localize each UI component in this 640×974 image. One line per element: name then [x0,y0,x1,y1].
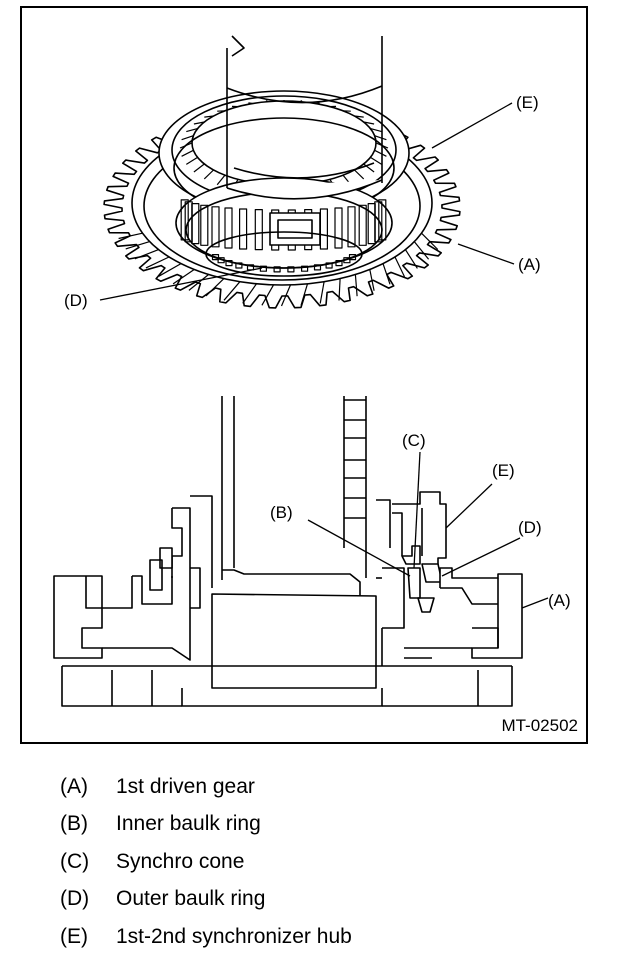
spline-tooth [315,102,320,105]
ring-lug [325,262,333,269]
legend-item-b: (B) Inner baulk ring [60,806,600,844]
helix-line [300,283,309,306]
ring-block [211,206,220,248]
legend-key: (C) [60,849,90,873]
ring-block [347,206,356,248]
spline-tooth [374,149,387,157]
helix-line [261,284,275,306]
ring-block [358,204,367,246]
spline-tooth [265,100,269,103]
callout-d-bottom: (D) [518,518,542,537]
helix-line [280,284,292,307]
ring-lug [273,266,281,273]
ring-lug [301,265,309,272]
spline-tooth [354,169,365,180]
spline-tooth [248,102,253,105]
spline-tooth [363,121,375,125]
ring-lug [287,266,295,273]
top-leader-lines [99,102,515,301]
callout-b-bottom: (B) [270,503,293,522]
diagram-frame: (E) (A) (D) (C) (E) (B) (D) (A) MT-02502 [20,6,588,744]
legend-key: (B) [60,812,88,836]
spline-tooth [181,135,194,141]
helix-line [319,281,325,304]
helix-line [134,249,159,260]
callout-e-top: (E) [516,93,539,112]
helix-line [172,269,195,285]
legend-text: Outer baulk ring [116,887,266,911]
helix-line [145,256,170,269]
ring-lug [313,264,322,271]
legend-key: (D) [60,887,90,911]
spline-tooth [216,174,226,186]
callout-c-bottom: (C) [402,431,426,450]
ring-lug [235,262,243,269]
helix-line [158,263,182,277]
helix-line [413,241,430,260]
helix-line [188,274,209,291]
helix-line [205,278,225,297]
helix-line [354,274,358,297]
spline-tooth [186,128,198,133]
spline-tooth [374,135,387,141]
legend-item-e: (E) 1st-2nd synchronizer hub [60,918,600,956]
ring-lug [343,257,351,264]
ring-block [334,207,343,249]
callout-a-bottom: (A) [548,591,571,610]
spline-tooth [185,156,198,165]
spline-tooth [299,100,303,103]
helix-line [404,249,418,269]
ring-lug [225,260,233,267]
helix-line [369,269,375,291]
top-shaft [226,35,383,200]
spline-tooth [181,149,194,157]
legend-text: 1st driven gear [116,774,255,798]
legend-text: 1st-2nd synchronizer hub [116,924,352,948]
ring-lug [348,254,357,261]
ring-block [239,208,248,250]
helix-line [223,281,241,301]
helix-line [125,241,150,250]
ring-block [224,207,233,249]
helix-line [382,263,391,285]
spline-tooth [204,115,214,118]
section-view [53,396,549,707]
legend-list: (A) 1st driven gear (B) Inner baulk ring… [60,768,600,956]
callout-d-top: (D) [64,291,88,310]
figure-code: MT-02502 [501,716,578,735]
callout-a-top: (A) [518,255,541,274]
ring-block [254,209,263,251]
spline-tooth [370,128,382,133]
ring-lug [217,257,225,264]
spline-tooth [203,169,214,180]
helix-line [338,278,341,301]
spline-tooth [354,115,364,118]
gear-diagram: (E) (A) (D) (C) (E) (B) (D) (A) [53,35,571,707]
ring-lug [335,260,343,267]
helix-line [242,283,257,304]
ring-block [378,199,387,241]
legend-item-d: (D) Outer baulk ring [60,881,600,919]
legend-text: Inner baulk ring [116,812,261,836]
legend-key: (A) [60,774,88,798]
legend-item-a: (A) 1st driven gear [60,768,600,806]
helix-line [421,232,439,250]
top-baulk-ring [175,177,393,277]
helix-line [118,232,143,240]
spline-tooth [179,142,193,149]
helix-line [394,256,406,278]
legend-text: Synchro cone [116,849,245,873]
ring-block [200,204,209,246]
legend-key: (E) [60,924,88,948]
ring-block [191,203,200,245]
spline-tooth [370,156,383,165]
spline-tooth [193,163,205,173]
legend-item-c: (C) Synchro cone [60,843,600,881]
spline-tooth [193,121,205,125]
callout-e-bottom: (E) [492,461,515,480]
